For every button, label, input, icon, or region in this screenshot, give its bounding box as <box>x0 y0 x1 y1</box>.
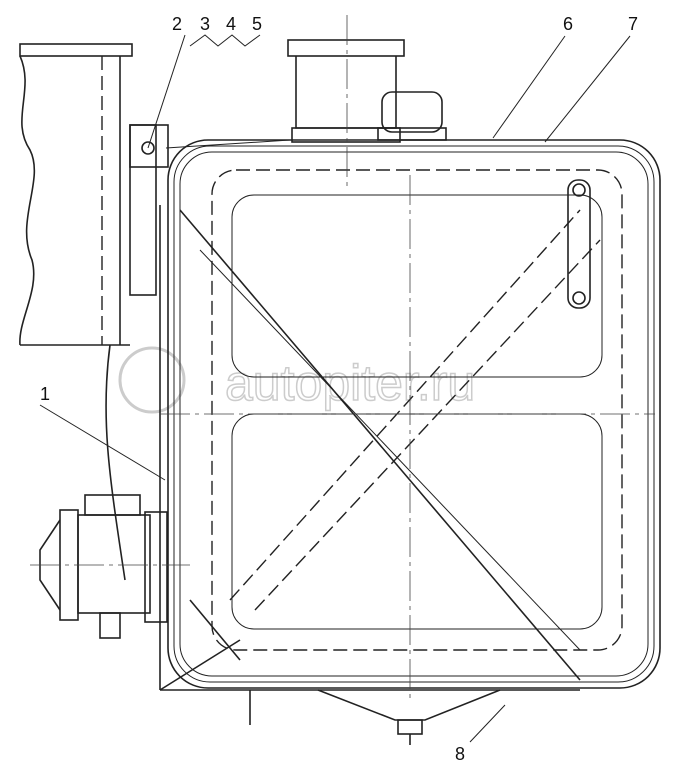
callout-3: 3 <box>200 14 210 34</box>
filler-cap <box>287 15 405 190</box>
callout-4: 4 <box>226 14 236 34</box>
tank-body <box>159 139 661 745</box>
callout-7: 7 <box>628 14 638 34</box>
callout-leaders <box>39 34 631 743</box>
sensor-cap <box>377 91 447 141</box>
fuel-filter <box>30 494 190 639</box>
callout-6: 6 <box>563 14 573 34</box>
callout-1: 1 <box>40 384 50 404</box>
mounting-bolt <box>141 141 155 155</box>
level-gauge <box>567 179 591 309</box>
watermark: autopiter.ru <box>118 346 476 414</box>
left-bracket <box>19 43 157 581</box>
callout-8: 8 <box>455 744 465 764</box>
svg-text:autopiter.ru: autopiter.ru <box>225 355 475 411</box>
callout-5: 5 <box>252 14 262 34</box>
callout-2: 2 <box>172 14 182 34</box>
